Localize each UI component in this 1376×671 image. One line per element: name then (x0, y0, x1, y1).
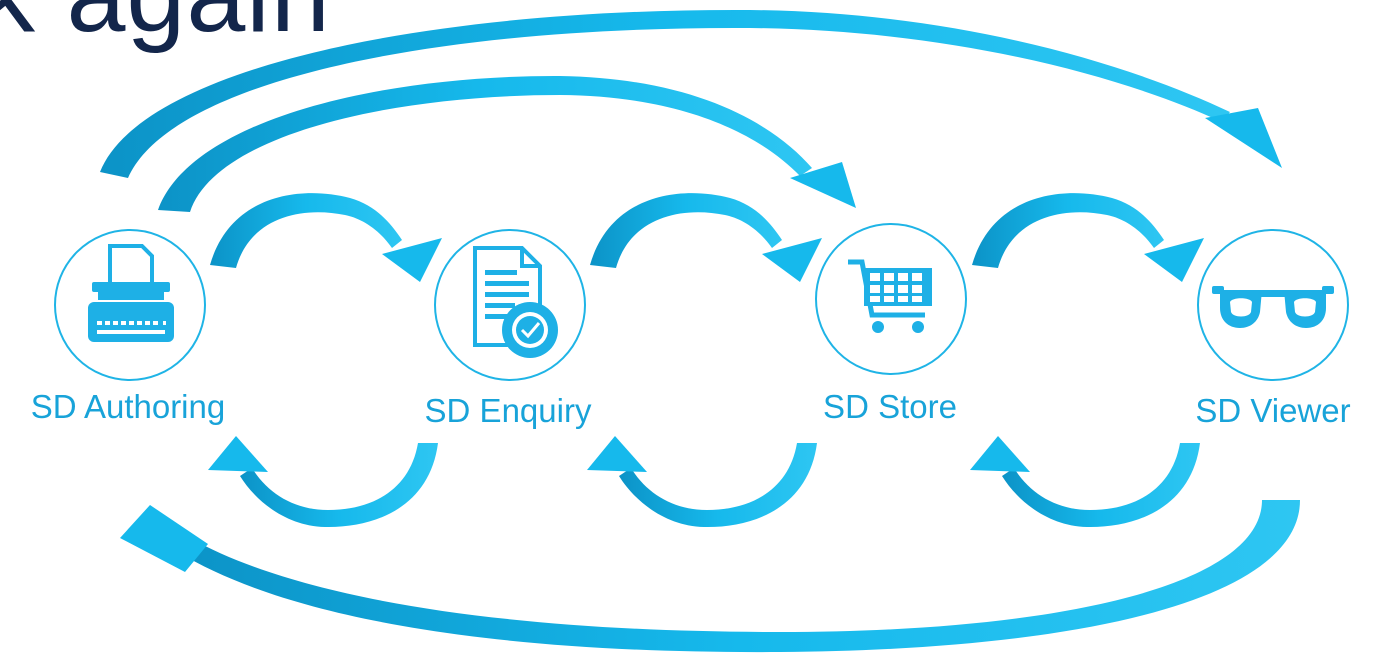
node-circle-viewer (1197, 229, 1349, 381)
arrow-viewer-to-authoring (120, 500, 1300, 653)
typewriter-icon (88, 244, 174, 342)
arrow-authoring-to-store (158, 75, 856, 212)
arrow-store-to-viewer (972, 193, 1204, 282)
slide-title-fragment: k again (0, 0, 331, 48)
arrow-viewer-to-store (970, 436, 1200, 528)
node-label-enquiry: SD Enquiry (424, 392, 592, 429)
glasses-icon (1212, 286, 1334, 328)
arrow-authoring-to-enquiry (210, 193, 442, 282)
arrow-authoring-to-viewer (100, 9, 1282, 178)
arrow-store-to-enquiry (587, 436, 817, 528)
arrow-enquiry-to-store (590, 193, 822, 282)
node-label-authoring: SD Authoring (30, 388, 226, 425)
node-label-viewer: SD Viewer (1195, 392, 1351, 429)
certified-document-icon (473, 246, 558, 358)
shopping-cart-icon (848, 259, 932, 333)
node-label-store: SD Store (823, 388, 957, 425)
arrow-enquiry-to-authoring (208, 436, 438, 528)
